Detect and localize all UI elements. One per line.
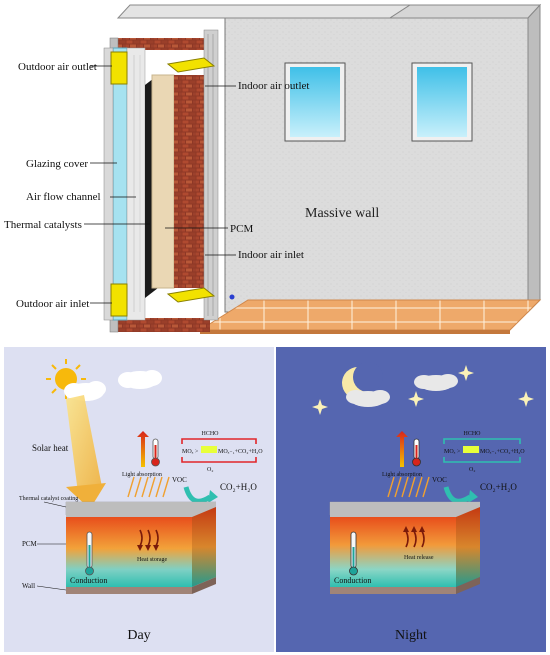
reaction-right: MOₓ₋₁+CO₂+H₂O [218, 449, 263, 455]
star-icon [408, 391, 424, 407]
label-glazing-cover: Glazing cover [26, 158, 88, 170]
conduction-thermometer-icon [85, 531, 94, 576]
pcm-label: PCM [22, 540, 38, 548]
thermometer-icon [412, 438, 421, 467]
reaction-left: MOₓ > [182, 449, 199, 455]
cloud-icon [346, 390, 390, 407]
brick-inner-wall [174, 75, 204, 288]
air-flow-channel [126, 47, 146, 321]
temperature-up-arrow [396, 431, 408, 467]
outdoor-air-outlet-vent [110, 51, 128, 85]
moon-icon [342, 362, 383, 399]
products-label: CO₂+H₂O [480, 482, 517, 492]
brick-frame-top [110, 38, 210, 50]
temperature-up-arrow [137, 431, 149, 467]
reaction-left: MOₓ > [444, 449, 461, 455]
reaction-box [181, 438, 257, 463]
light-absorption-label: Light absorption [382, 472, 422, 478]
day-caption: Day [127, 628, 150, 643]
solar-heat-arrow [66, 483, 106, 509]
reaction-right: MOₓ₋₁+CO₂+H₂O [480, 449, 525, 455]
label-outdoor-air-inlet: Outdoor air inlet [16, 298, 89, 310]
solar-heat-label: Solar heat [32, 443, 69, 453]
thermometer-icon [151, 438, 160, 467]
label-air-flow-channel: Air flow channel [26, 191, 101, 203]
label-indoor-air-outlet: Indoor air outlet [238, 80, 309, 92]
light-absorption-arrows [127, 476, 170, 498]
voc-arrow [183, 486, 212, 504]
day-illustration: Solar heat Light absorption HCHO MOₓ > M… [19, 359, 263, 643]
star-icon [458, 365, 474, 381]
day-panel: Solar heat Light absorption HCHO MOₓ > M… [4, 347, 274, 652]
heat-storage-arrows [139, 529, 159, 547]
solar-heat-beam [66, 395, 102, 493]
outdoor-air-inlet-vent [110, 283, 128, 317]
glazing-cover [112, 47, 128, 321]
star-icon [518, 391, 534, 407]
label-outdoor-air-outlet: Outdoor air outlet [18, 61, 97, 73]
products-label: CO₂+H₂O [220, 482, 257, 492]
voc-arrow [443, 486, 472, 504]
night-panel: Light absorption HCHO MOₓ > MOₓ₋₁+CO₂+H₂… [276, 347, 546, 652]
label-massive-wall: Massive wall [305, 206, 379, 221]
trombe-wall-diagram: Outdoor air outlet Glazing cover Air flo… [4, 3, 542, 334]
wall-top-face [116, 4, 412, 19]
wall-layer [330, 587, 456, 594]
heat-storage-label: Heat storage [137, 557, 167, 563]
light-absorption-label: Light absorption [122, 472, 162, 478]
conduction-label: Conduction [70, 576, 107, 585]
wall-layer [66, 587, 192, 594]
conduction-thermometer-icon [349, 531, 358, 576]
night-caption: Night [395, 628, 427, 643]
trombe-wall-illustration: Outdoor air outlet Glazing cover Air flo… [4, 3, 542, 334]
pcm-block-side [456, 507, 480, 587]
voc-label: VOC [172, 476, 187, 484]
conduction-label: Conduction [334, 576, 371, 585]
o2-label: O₂ [207, 467, 213, 473]
hcho-label: HCHO [201, 431, 219, 437]
voc-label: VOC [432, 476, 447, 484]
cloud-icon [118, 370, 162, 389]
cloud-icon [64, 381, 106, 401]
label-indoor-air-inlet: Indoor air inlet [238, 249, 304, 261]
indoor-air-inlet-vent [166, 287, 216, 303]
light-absorption-arrows [387, 476, 430, 498]
star-icon [312, 399, 328, 415]
floor-tiles [198, 299, 542, 331]
o2-label: O₂ [469, 467, 475, 473]
label-pcm: PCM [230, 223, 253, 235]
thermal-catalyst-coating-label: Thermal catalyst coating [19, 496, 78, 502]
reaction-box [443, 438, 521, 463]
pcm-layer [151, 74, 175, 289]
night-illustration: Light absorption HCHO MOₓ > MOₓ₋₁+CO₂+H₂… [312, 362, 534, 643]
indoor-air-outlet-vent [166, 57, 216, 73]
wall-label: Wall [22, 582, 35, 590]
heat-release-arrows [405, 530, 425, 548]
label-thermal-catalysts: Thermal catalysts [4, 219, 82, 231]
cloud-icon [414, 374, 458, 391]
heat-release-label: Heat release [404, 555, 434, 561]
pcm-block-side [192, 507, 216, 587]
hcho-label: HCHO [463, 431, 481, 437]
massive-wall [224, 17, 529, 313]
brick-frame-bottom [110, 318, 210, 332]
